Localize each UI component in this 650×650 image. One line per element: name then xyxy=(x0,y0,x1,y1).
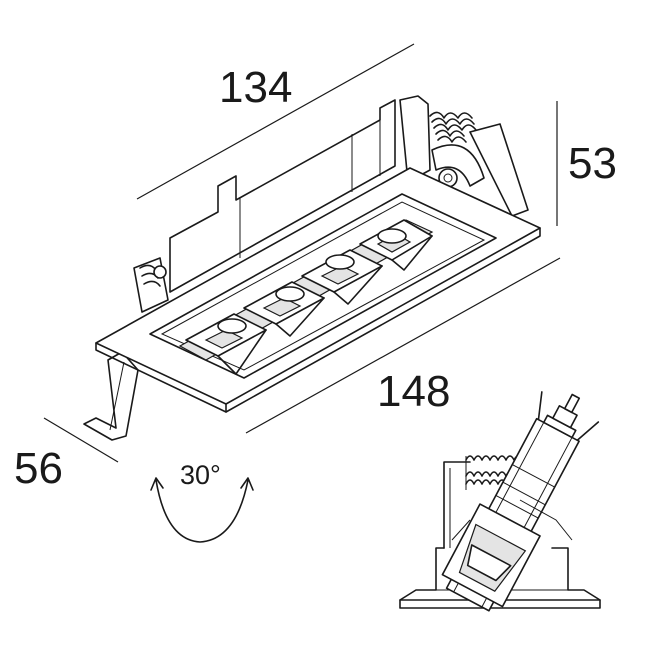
led-lens xyxy=(325,254,355,270)
luminaire-section-view xyxy=(399,391,601,612)
led-lens xyxy=(217,318,247,334)
dim-line-134 xyxy=(136,43,415,200)
dim-label-length-bottom: 148 xyxy=(377,367,450,416)
dim-line-148 xyxy=(245,257,561,434)
led-cell xyxy=(185,313,267,375)
section-tilted-body xyxy=(441,391,600,612)
dim-label-width: 56 xyxy=(14,444,63,493)
tilt-arc xyxy=(150,477,254,543)
led-lens xyxy=(275,286,305,302)
dim-label-height: 53 xyxy=(568,139,617,188)
led-lens xyxy=(377,228,407,244)
led-cell xyxy=(301,249,383,305)
section-housing xyxy=(443,461,471,549)
dim-label-tilt-angle: 30° xyxy=(180,460,221,490)
dim-line-56 xyxy=(43,417,119,463)
torsion-spring xyxy=(429,111,477,143)
led-cell xyxy=(359,219,433,271)
led-array xyxy=(185,219,433,375)
housing-back xyxy=(169,99,396,293)
right-bracket xyxy=(399,95,529,217)
dim-label-length-top: 134 xyxy=(219,63,292,112)
luminaire-isometric-view xyxy=(83,95,541,441)
dimension-lines xyxy=(43,43,561,463)
led-cell xyxy=(243,281,325,337)
left-pivot-screw xyxy=(153,265,167,279)
